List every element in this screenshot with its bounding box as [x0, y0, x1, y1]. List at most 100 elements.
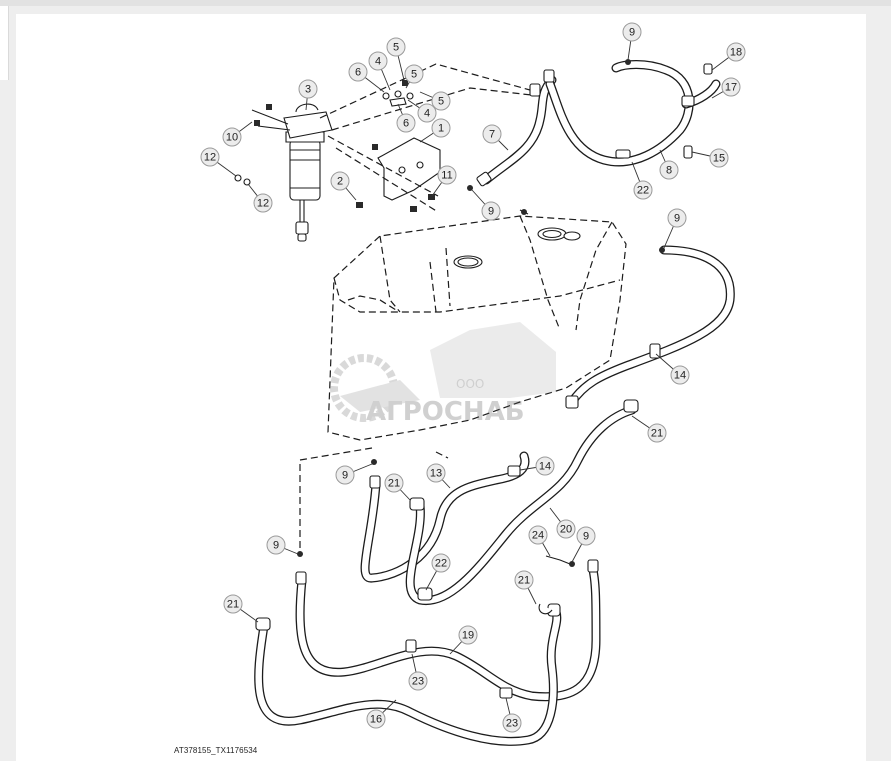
callout-21: 21 — [384, 473, 411, 501]
callout-balloon — [647, 423, 667, 443]
callout-balloon — [431, 553, 451, 573]
callout-8: 8 — [659, 149, 679, 180]
left-panel-edge — [0, 6, 9, 80]
callout-balloon — [348, 62, 368, 82]
callout-balloon — [670, 365, 690, 385]
callout-number: 5 — [393, 42, 399, 54]
callout-number: 21 — [388, 478, 400, 490]
callout-10: 10 — [222, 121, 253, 147]
watermark-small-text: ООО — [456, 377, 484, 391]
callout-number: 9 — [629, 27, 635, 39]
callout-13: 13 — [426, 463, 451, 489]
watermark-brand-text: АГРОСНАБ — [366, 397, 525, 427]
callout-balloon — [298, 79, 318, 99]
fuel-tank-outline — [327, 209, 627, 441]
callout-balloon — [535, 456, 555, 476]
callout-balloon — [366, 709, 386, 729]
callout-balloon — [335, 465, 355, 485]
callout-balloon — [426, 463, 446, 483]
callout-15: 15 — [691, 148, 729, 168]
callout-number: 17 — [725, 82, 737, 94]
callout-balloon — [528, 525, 548, 545]
callout-number: 10 — [226, 132, 238, 144]
callout-number: 1 — [438, 123, 444, 135]
callout-9: 9 — [571, 526, 596, 563]
callout-balloon — [330, 171, 350, 191]
callout-number: 6 — [403, 118, 409, 130]
callout-balloon — [556, 519, 576, 539]
callout-12: 12 — [200, 147, 237, 177]
callout-number: 5 — [411, 69, 417, 81]
callout-number: 9 — [342, 470, 348, 482]
callout-number: 9 — [273, 540, 279, 552]
callout-number: 16 — [370, 714, 382, 726]
parts-diagram: ООО АГРОСНАБ 123445556678999999101112121… — [200, 22, 746, 746]
callout-4: 4 — [368, 51, 391, 91]
callout-2: 2 — [330, 171, 357, 201]
callout-number: 7 — [489, 129, 495, 141]
callout-balloon — [431, 91, 451, 111]
callout-balloon — [396, 113, 416, 133]
callout-number: 4 — [375, 56, 381, 68]
callout-9: 9 — [471, 189, 501, 221]
callout-9: 9 — [266, 535, 299, 555]
callout-number: 12 — [257, 198, 269, 210]
callout-balloon — [633, 180, 653, 200]
callout-balloon — [408, 671, 428, 691]
callout-7: 7 — [482, 124, 509, 151]
callout-number: 2 — [337, 176, 343, 188]
callout-balloon — [667, 208, 687, 228]
callout-1: 1 — [419, 118, 451, 143]
callout-17: 17 — [711, 77, 741, 99]
callout-number: 22 — [435, 558, 447, 570]
callout-number: 23 — [506, 718, 518, 730]
callout-balloon — [368, 51, 388, 71]
callout-6: 6 — [348, 62, 385, 93]
callout-number: 19 — [462, 630, 474, 642]
callout-balloon — [266, 535, 286, 555]
callout-balloon — [482, 124, 502, 144]
callout-balloon — [622, 22, 642, 42]
callout-balloon — [709, 148, 729, 168]
callout-number: 15 — [713, 153, 725, 165]
callout-number: 14 — [539, 461, 551, 473]
callout-21: 21 — [631, 415, 667, 443]
callout-18: 18 — [711, 42, 746, 71]
callout-number: 18 — [730, 47, 742, 59]
callout-balloon — [384, 473, 404, 493]
callout-number: 21 — [227, 599, 239, 611]
callout-number: 22 — [637, 185, 649, 197]
watermark: ООО АГРОСНАБ — [330, 322, 556, 427]
callout-21: 21 — [514, 570, 537, 605]
hoses — [254, 59, 735, 746]
callout-11: 11 — [431, 165, 457, 197]
callout-balloon — [222, 127, 242, 147]
fuel-filter-assembly — [234, 80, 441, 242]
callout-balloon — [481, 201, 501, 221]
callout-16: 16 — [366, 699, 397, 729]
callout-9: 9 — [335, 463, 373, 485]
callout-19: 19 — [449, 625, 478, 655]
callout-23: 23 — [408, 653, 428, 691]
callout-balloon — [502, 713, 522, 733]
callout-number: 14 — [674, 370, 686, 382]
callout-12: 12 — [247, 183, 273, 213]
callout-balloon — [253, 193, 273, 213]
callout-number: 21 — [518, 575, 530, 587]
callout-number: 13 — [430, 468, 442, 480]
callout-3: 3 — [298, 79, 318, 111]
callout-14: 14 — [655, 353, 690, 385]
callout-number: 6 — [355, 67, 361, 79]
callout-number: 8 — [666, 165, 672, 177]
callout-number: 12 — [204, 152, 216, 164]
callout-22: 22 — [425, 553, 451, 591]
callout-14: 14 — [519, 456, 555, 476]
callout-balloon — [404, 64, 424, 84]
callout-24: 24 — [528, 525, 551, 557]
callout-number: 9 — [488, 206, 494, 218]
callout-balloon — [514, 570, 534, 590]
callout-22: 22 — [631, 161, 653, 200]
callout-number: 5 — [438, 96, 444, 108]
callout-4: 4 — [407, 99, 437, 123]
callout-balloon — [386, 37, 406, 57]
